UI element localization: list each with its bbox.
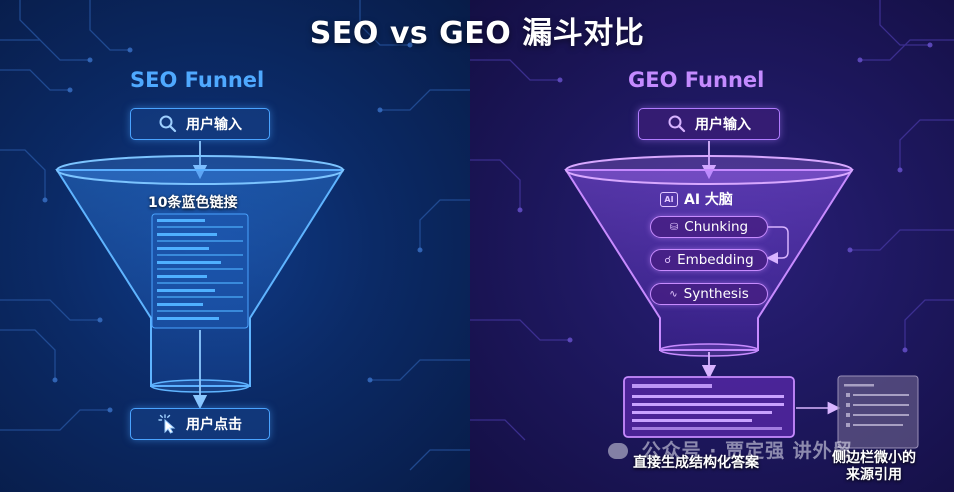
- seo-user-input-label: 用户输入: [186, 117, 242, 133]
- seo-user-click-box: 用户点击: [130, 408, 270, 440]
- step-synthesis: ∿ Synthesis: [650, 283, 768, 305]
- ai-chip-badge: AI: [664, 194, 674, 204]
- watermark-text: 公众号 · 贾定强 讲外贸: [641, 440, 853, 462]
- sidebar-caption-line2: 来源引用: [846, 467, 902, 483]
- seo-user-click-label: 用户点击: [186, 417, 242, 433]
- sidebar-caption-line1: 侧边栏微小的: [832, 450, 916, 466]
- seo-funnel-heading: SEO Funnel: [130, 68, 265, 92]
- database-icon: ⛁: [669, 221, 679, 233]
- ai-brain-label: AI 大脑: [684, 192, 733, 208]
- watermark: 公众号 · 贾定强 讲外贸: [608, 436, 853, 463]
- answer-caption: 直接生成结构化答案: [633, 455, 759, 471]
- geo-user-input-label: 用户输入: [695, 117, 751, 133]
- step-chunking: ⛁ Chunking: [650, 216, 768, 238]
- step-embedding: ☌ Embedding: [650, 249, 768, 271]
- geo-funnel-heading: GEO Funnel: [628, 68, 765, 92]
- seo-user-input-box: 用户输入: [130, 108, 270, 140]
- main-title: SEO vs GEO 漏斗对比: [309, 16, 645, 51]
- ai-brain-header: AI AI 大脑: [660, 189, 733, 209]
- wechat-icon: [608, 443, 628, 459]
- ai-chip-icon: AI: [660, 191, 678, 207]
- search-icon: [159, 115, 177, 133]
- seo-ten-blue-links-label: 10条蓝色链接: [148, 195, 238, 211]
- step-synthesis-label: Synthesis: [683, 286, 749, 302]
- search-icon: [668, 115, 686, 133]
- chart-icon: ∿: [669, 288, 678, 300]
- sidebar-caption: 侧边栏微小的 来源引用: [832, 450, 916, 484]
- cursor-click-icon: [158, 414, 176, 434]
- geo-user-input-box: 用户输入: [638, 108, 780, 140]
- step-embedding-label: Embedding: [677, 252, 754, 268]
- network-icon: ☌: [664, 254, 672, 266]
- step-chunking-label: Chunking: [684, 219, 749, 235]
